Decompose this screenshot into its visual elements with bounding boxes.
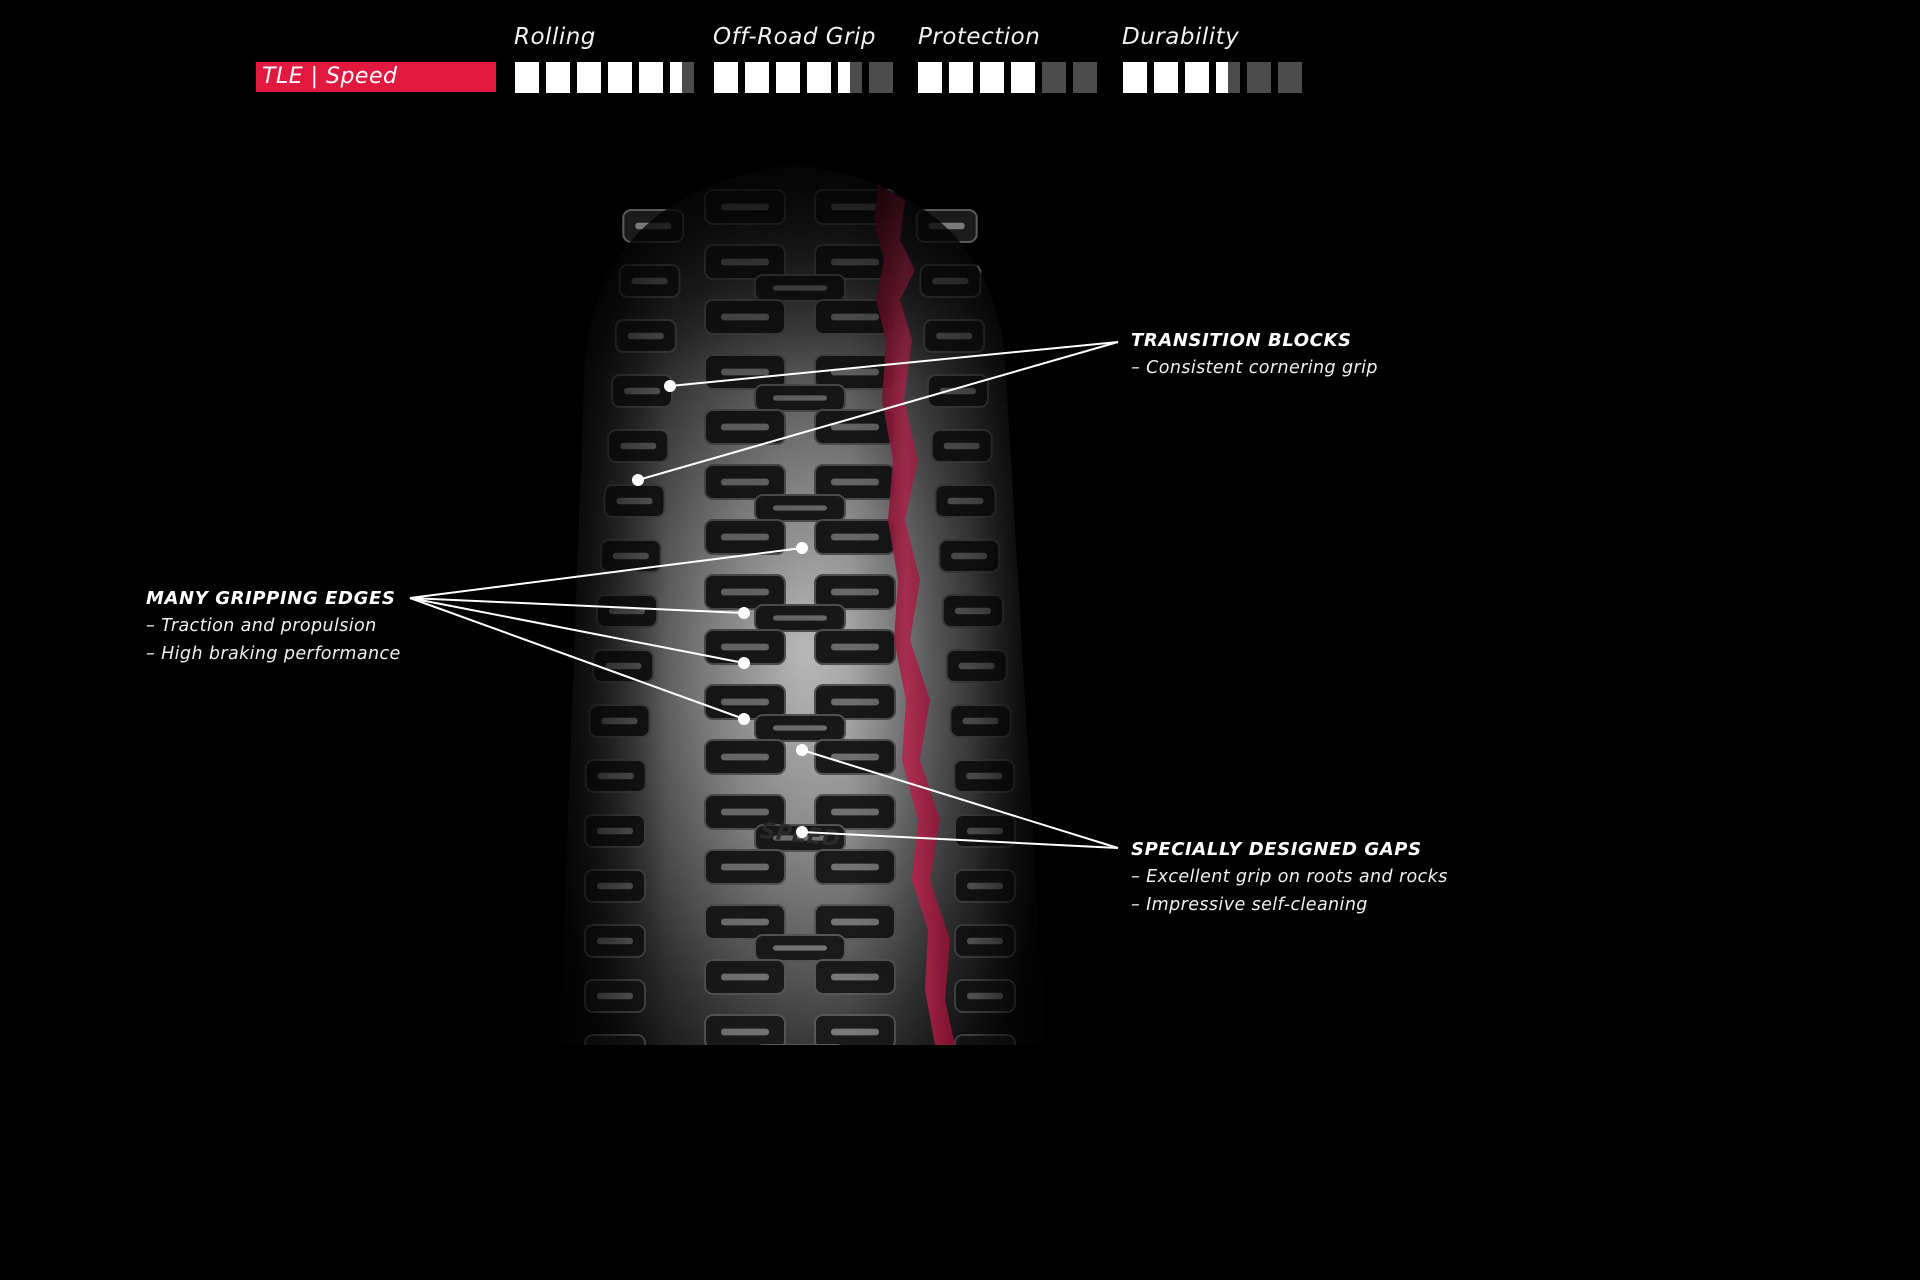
rating-label-rolling: Rolling <box>514 24 596 50</box>
rating-bar-durability <box>1123 62 1302 93</box>
rating-segment <box>1042 62 1066 93</box>
callout-dot <box>796 744 808 756</box>
callout-edges-title: MANY GRIPPING EDGES <box>146 588 396 609</box>
rating-segment <box>949 62 973 93</box>
rating-segment <box>1123 62 1147 93</box>
callout-dot <box>738 607 750 619</box>
rating-segment <box>639 62 663 93</box>
rating-segment <box>577 62 601 93</box>
callout-dot <box>738 713 750 725</box>
rating-segment <box>1154 62 1178 93</box>
rating-bar-protection <box>918 62 1097 93</box>
rating-bar-offroad-grip <box>714 62 893 93</box>
rating-segment <box>980 62 1004 93</box>
callout-dot <box>796 826 808 838</box>
rating-segment <box>745 62 769 93</box>
callout-dot <box>664 380 676 392</box>
callout-gaps-title: SPECIALLY DESIGNED GAPS <box>1131 839 1422 860</box>
leader-lines <box>409 341 1119 849</box>
rating-segment <box>608 62 632 93</box>
rating-segment <box>776 62 800 93</box>
rating-segment <box>515 62 539 93</box>
rating-label-protection: Protection <box>918 24 1041 50</box>
rating-segment <box>1073 62 1097 93</box>
callout-dot <box>796 542 808 554</box>
callout-edges-line: – Traction and propulsion <box>146 616 377 636</box>
callout-gaps-line: – Impressive self-cleaning <box>1131 895 1368 915</box>
rating-segment <box>1247 62 1271 93</box>
callout-transition-title: TRANSITION BLOCKS <box>1131 330 1352 351</box>
callout-transition-line: – Consistent cornering grip <box>1131 358 1378 378</box>
model-badge-label: TLE | Speed <box>262 64 398 89</box>
rating-segment <box>1185 62 1209 93</box>
rating-segment <box>807 62 831 93</box>
rating-segment <box>1278 62 1302 93</box>
rating-segment <box>1216 62 1240 93</box>
rating-segment <box>714 62 738 93</box>
rating-bar-rolling <box>515 62 694 93</box>
model-badge: TLE | Speed <box>256 62 496 92</box>
rating-segment <box>838 62 862 93</box>
rating-segment <box>1011 62 1035 93</box>
rating-label-durability: Durability <box>1122 24 1240 50</box>
tire-image: SPEED <box>409 165 1119 1045</box>
rating-segment <box>869 62 893 93</box>
callout-dot <box>632 474 644 486</box>
rating-segment <box>670 62 694 93</box>
rating-segment <box>918 62 942 93</box>
callout-dot <box>738 657 750 669</box>
rating-label-offroad-grip: Off-Road Grip <box>713 24 877 50</box>
callout-edges-line: – High braking performance <box>146 644 401 664</box>
callout-gaps-line: – Excellent grip on roots and rocks <box>1131 867 1448 887</box>
rating-segment <box>546 62 570 93</box>
